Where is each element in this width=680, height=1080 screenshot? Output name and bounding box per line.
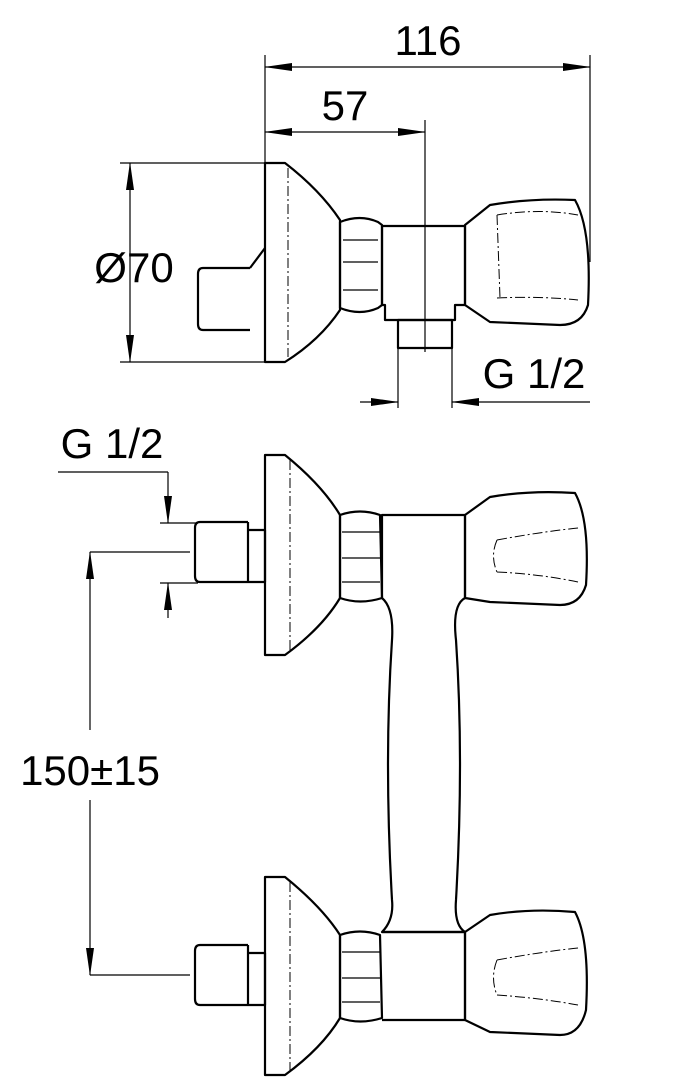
handle-hidden-lines xyxy=(493,527,579,583)
mixer-column xyxy=(380,513,467,934)
outlet-thread-label: G 1/2 xyxy=(483,350,586,397)
wall-rosette xyxy=(263,161,342,364)
tap-handle xyxy=(463,909,588,1037)
inlet-stub xyxy=(193,943,267,1007)
union-nut xyxy=(338,930,384,1023)
dimension-57-label: 57 xyxy=(322,82,369,129)
nut-facets xyxy=(342,531,380,583)
union-nut xyxy=(338,216,384,314)
mixer-body xyxy=(380,224,467,322)
inlet-spacing-label: 150±15 xyxy=(20,747,160,794)
handle-hidden-lines xyxy=(493,947,579,1006)
wall-rosette xyxy=(263,453,342,657)
inlet-stub xyxy=(196,247,266,332)
nut-facets xyxy=(343,239,378,291)
union-nut xyxy=(338,510,384,603)
front-view: G 1/2 150±15 xyxy=(0,420,588,1077)
handle-hidden-lines xyxy=(496,211,579,301)
mixer-body-lower xyxy=(382,930,467,1022)
nut-facets xyxy=(342,951,380,1003)
side-view: 116 57 Ø70 G 1/2 xyxy=(94,17,591,408)
outlet-connector xyxy=(396,318,454,350)
tap-handle xyxy=(463,198,590,327)
upper-inlet-assembly xyxy=(193,453,588,657)
dimension-116-label: 116 xyxy=(395,17,462,64)
inlet-stub xyxy=(193,520,267,584)
dimension-diameter-label: Ø70 xyxy=(94,244,173,291)
wall-rosette xyxy=(263,875,342,1077)
inlet-thread-label: G 1/2 xyxy=(61,420,164,467)
tap-handle xyxy=(463,491,588,607)
label-backing xyxy=(0,740,180,792)
lower-inlet-assembly xyxy=(193,875,588,1077)
